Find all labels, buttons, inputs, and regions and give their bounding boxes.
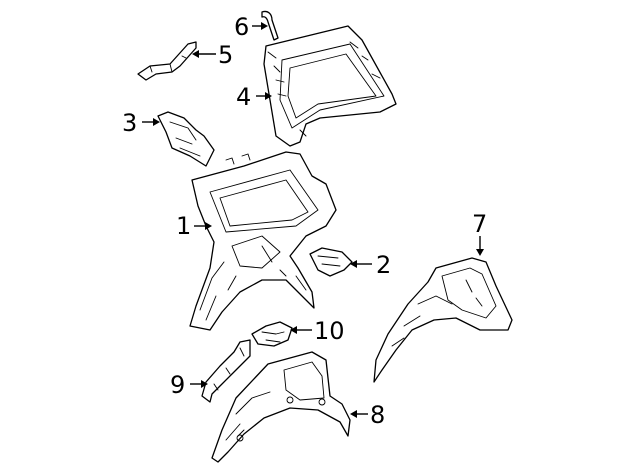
part-10-bracket (251, 321, 293, 347)
callout-6: 6 (234, 13, 249, 41)
callout-4: 4 (236, 83, 251, 111)
callout-9: 9 (170, 371, 185, 399)
callout-3: 3 (122, 109, 137, 137)
part-4-upper-quarter-panel (263, 25, 397, 147)
callout-8: 8 (370, 401, 385, 429)
part-7-wheelhouse (373, 257, 513, 383)
part-9-reinforcement (201, 339, 251, 403)
part-8-lower-wheelhouse (211, 351, 351, 463)
callout-2: 2 (376, 251, 391, 279)
callout-10: 10 (314, 317, 345, 345)
callout-7: 7 (472, 210, 487, 238)
part-3-bracket (157, 111, 215, 167)
part-5-bracket (137, 41, 197, 81)
callout-leaders (142, 22, 484, 418)
part-2-bracket (309, 247, 353, 277)
part-6-trim-strip (261, 10, 279, 41)
callout-5: 5 (218, 41, 233, 69)
callout-1: 1 (176, 212, 191, 240)
part-1-inner-quarter-panel (189, 151, 337, 331)
